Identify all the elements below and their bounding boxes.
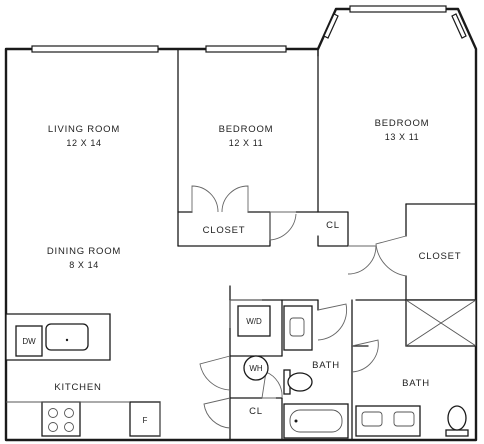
living-room-size: 12 X 14 (66, 138, 101, 148)
bath-1-sink (283, 305, 313, 351)
window-bay-right (451, 13, 467, 39)
interior-walls (177, 49, 477, 441)
door-cl-2 (203, 397, 231, 429)
cl-1-label: CL (326, 220, 340, 231)
fridge-label: F (143, 416, 148, 425)
living-room-label: LIVING ROOM (48, 124, 120, 135)
bath-2-toilet-tank (445, 429, 469, 437)
kitchen-sink (45, 323, 89, 351)
closet-2-label: CLOSET (419, 251, 462, 262)
washer-dryer (237, 305, 271, 337)
washer-dryer-label: W/D (246, 317, 262, 326)
bedroom-1-size: 12 X 11 (229, 138, 264, 148)
fridge (129, 401, 161, 437)
cl-2-label: CL (249, 406, 263, 417)
window-bay-top (349, 5, 447, 13)
door-bedroom-1 (269, 211, 297, 241)
bathtub (283, 403, 349, 439)
door-water-heater (199, 355, 231, 391)
stove (41, 401, 81, 437)
water-heater-label: WH (249, 364, 263, 373)
room-labels: LIVING ROOM 12 X 14 BEDROOM 12 X 11 BEDR… (22, 118, 462, 425)
door-bedroom-2-closet (375, 235, 407, 277)
bath-1-label: BATH (312, 360, 340, 371)
bath-2-label: BATH (402, 378, 430, 389)
bath-2-toilet-bowl (447, 405, 467, 431)
door-closet-1-left (191, 185, 219, 213)
window-living-room (31, 45, 159, 53)
dishwasher (15, 325, 43, 357)
closet-1-label: CLOSET (203, 225, 246, 236)
door-bath-2 (351, 339, 379, 373)
dishwasher-label: DW (22, 337, 36, 346)
bedroom-2-label: BEDROOM (375, 118, 430, 129)
bedroom-1-label: BEDROOM (219, 124, 274, 135)
water-heater (243, 355, 269, 381)
windows (31, 5, 467, 53)
bath-1-toilet-bowl (287, 372, 313, 392)
door-closet-1-right (221, 185, 249, 213)
window-bedroom-1 (205, 45, 287, 53)
bath-2-vanity (355, 405, 421, 437)
door-bedroom-2 (347, 245, 377, 275)
fixtures (5, 299, 477, 439)
dining-room-size: 8 X 14 (69, 260, 99, 270)
window-bay-left (323, 13, 339, 39)
door-laundry (229, 299, 262, 328)
bedroom-2-size: 13 X 11 (385, 132, 420, 142)
door-bath-1 (317, 303, 348, 341)
dining-room-label: DINING ROOM (47, 246, 121, 257)
doors (191, 185, 407, 429)
kitchen-label: KITCHEN (54, 382, 101, 393)
